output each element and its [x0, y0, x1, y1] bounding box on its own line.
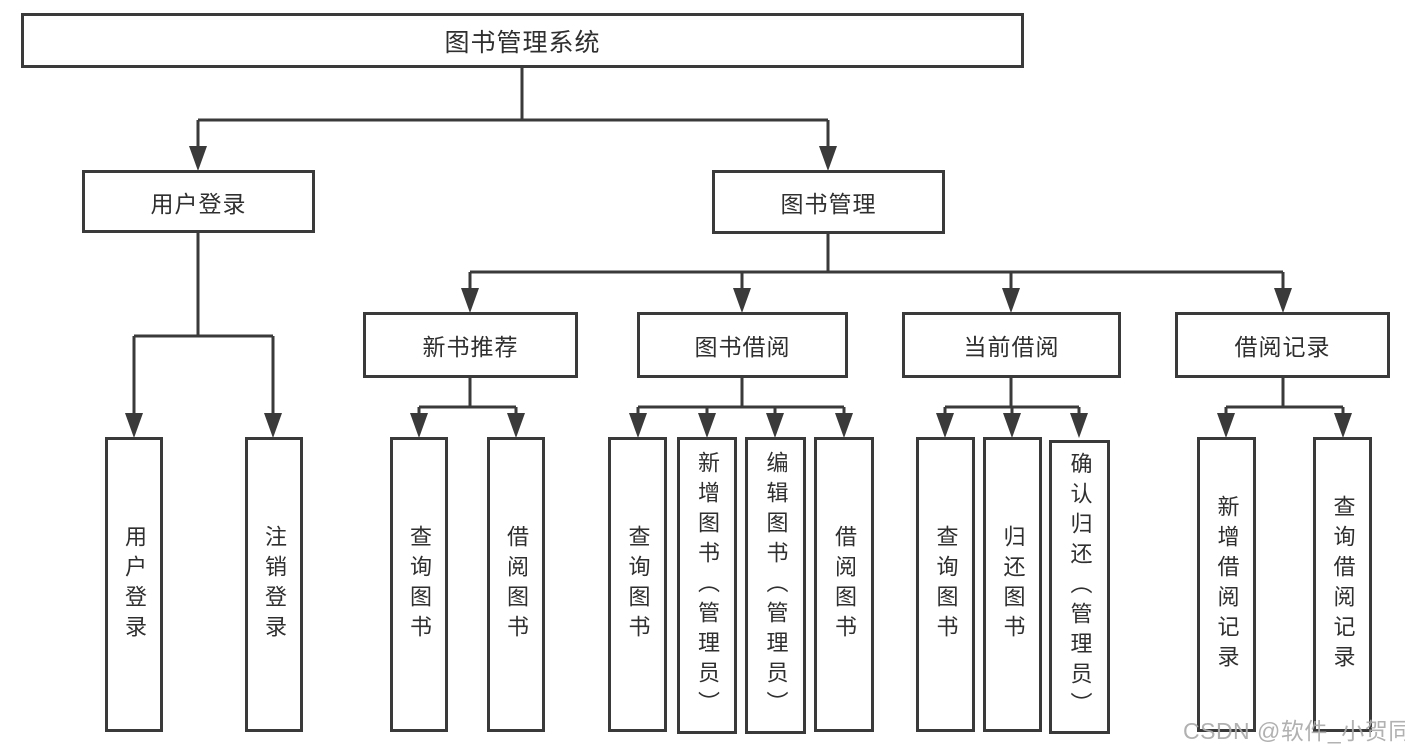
- leaf-label: 借阅图书: [832, 524, 857, 645]
- leaf-query-books-current: 查询图书: [916, 437, 975, 732]
- node-label: 当前借阅: [963, 334, 1060, 360]
- node-label: 用户登录: [150, 190, 247, 217]
- node-root-label: 图书管理系统: [444, 28, 601, 57]
- leaf-label: 归还图书: [1000, 524, 1026, 645]
- node-user-login: 用户登录: [82, 170, 315, 233]
- node-label: 新书推荐: [422, 334, 519, 360]
- node-borrow-records: 借阅记录: [1175, 312, 1390, 378]
- leaf-add-borrow-record: 新增借阅记录: [1197, 437, 1256, 732]
- leaf-query-borrow-record: 查询借阅记录: [1313, 437, 1372, 732]
- leaf-label: 编辑图书（管理员）: [763, 450, 789, 721]
- leaf-label: 查询借阅记录: [1330, 494, 1356, 675]
- csdn-watermark: CSDN @软件_小贺同学: [1183, 718, 1405, 744]
- leaf-label: 用户登录: [122, 524, 147, 645]
- connector-borrow-records-to-leaves: [1217, 378, 1352, 438]
- leaf-edit-books-admin: 编辑图书（管理员）: [745, 437, 806, 734]
- leaf-label: 确认归还（管理员）: [1067, 452, 1093, 722]
- node-label: 图书借阅: [694, 334, 791, 360]
- node-label: 借阅记录: [1234, 334, 1331, 360]
- leaf-logout: 注销登录: [245, 437, 303, 732]
- leaf-label: 新增图书（管理员）: [695, 450, 720, 721]
- leaf-return-books: 归还图书: [983, 437, 1042, 732]
- leaf-label: 查询图书: [933, 524, 959, 645]
- leaf-query-books-recommend: 查询图书: [390, 437, 448, 732]
- node-root-system: 图书管理系统: [21, 13, 1024, 68]
- connector-root-to-level2: [189, 68, 837, 171]
- leaf-label: 查询图书: [407, 524, 432, 645]
- leaf-label: 查询图书: [625, 524, 651, 645]
- node-book-management: 图书管理: [712, 170, 945, 234]
- leaf-label: 新增借阅记录: [1214, 494, 1240, 675]
- node-new-book-recommend: 新书推荐: [363, 312, 578, 378]
- leaf-label: 借阅图书: [504, 524, 529, 645]
- connector-user-login-to-leaves: [125, 233, 282, 438]
- node-current-borrow: 当前借阅: [902, 312, 1121, 378]
- leaf-borrow-books: 借阅图书: [814, 437, 874, 732]
- connector-book-management-to-level3: [461, 234, 1292, 313]
- leaf-confirm-return-admin: 确认归还（管理员）: [1049, 440, 1110, 734]
- leaf-label: 注销登录: [262, 524, 287, 645]
- connector-current-borrow-to-leaves: [936, 378, 1088, 438]
- leaf-user-login: 用户登录: [105, 437, 163, 732]
- leaf-query-books-borrow: 查询图书: [608, 437, 667, 732]
- connector-new-book-recommend-to-leaves: [410, 378, 525, 438]
- leaf-borrow-books-recommend: 借阅图书: [487, 437, 545, 732]
- node-label: 图书管理: [780, 191, 877, 217]
- node-book-borrow: 图书借阅: [637, 312, 848, 378]
- connector-book-borrow-to-leaves: [629, 378, 853, 438]
- leaf-add-books-admin: 新增图书（管理员）: [677, 437, 737, 734]
